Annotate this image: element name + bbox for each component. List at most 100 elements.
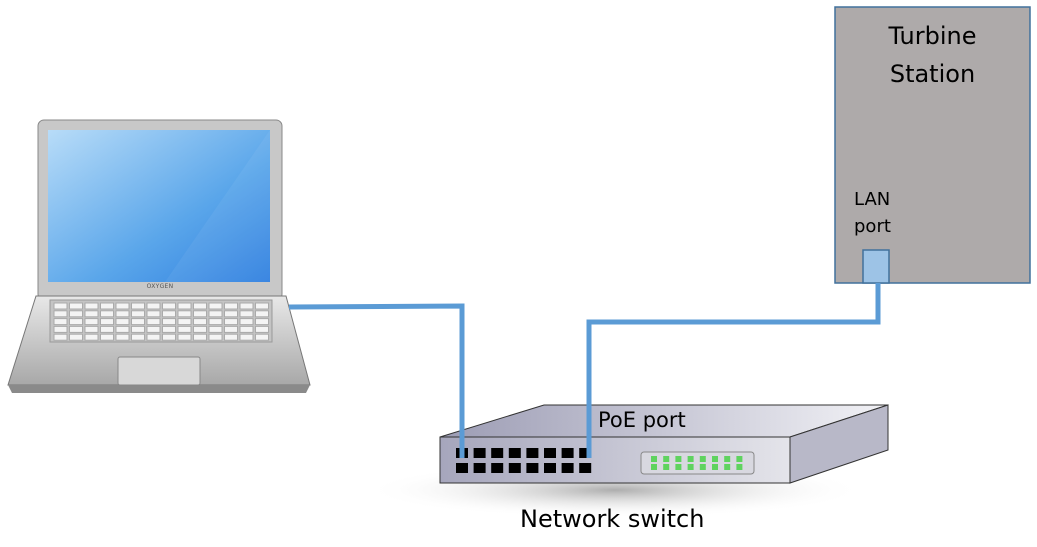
keyboard-key (177, 325, 192, 333)
led-panel (640, 451, 755, 475)
keyboard-key (208, 333, 223, 341)
switch-port (544, 448, 556, 458)
switch-port (473, 448, 486, 458)
turbine-title-line2: Station (889, 60, 976, 88)
switch-led (699, 464, 706, 470)
keyboard-key (162, 325, 176, 333)
keyboard-key (115, 318, 130, 326)
keyboard-key (53, 318, 68, 326)
switch-port (491, 463, 504, 473)
keyboard-key (115, 302, 130, 310)
switch-led (724, 456, 731, 462)
keyboard-key (255, 318, 269, 326)
keyboard-key (193, 302, 207, 310)
lan-port-label: LAN port (854, 186, 891, 240)
switch-port (526, 463, 539, 473)
keyboard-key (53, 333, 68, 341)
keyboard-key (193, 325, 207, 333)
switch-port (456, 463, 468, 473)
keyboard-key (84, 310, 99, 318)
switch-led (712, 456, 718, 462)
keyboard-key (239, 302, 254, 310)
keyboard-key (84, 318, 99, 326)
switch-led (736, 456, 743, 462)
laptop-touchpad (117, 356, 201, 386)
keyboard-key (131, 310, 145, 318)
keyboard-key (69, 325, 83, 333)
switch-port (579, 463, 592, 473)
switch-led (651, 464, 657, 470)
keyboard-key (208, 310, 223, 318)
turbine-station-title: Turbine Station (835, 17, 1030, 93)
keyboard-key (69, 333, 83, 341)
keyboard-key (146, 302, 161, 310)
switch-led (663, 456, 670, 462)
keyboard-key (224, 318, 238, 326)
keyboard-key (131, 325, 145, 333)
keyboard-key (255, 302, 269, 310)
switch-led (712, 464, 718, 470)
keyboard-key (224, 325, 238, 333)
keyboard-key (177, 302, 192, 310)
laptop (7, 119, 311, 393)
keyboard-key (239, 318, 254, 326)
keyboard-key (208, 318, 223, 326)
lan-port-label-line2: port (854, 216, 891, 237)
lan-port-label-line1: LAN (854, 189, 891, 210)
switch-ports (456, 448, 592, 473)
keyboard-key (53, 302, 68, 310)
switch-led (687, 456, 694, 462)
keyboard-key (115, 310, 130, 318)
keyboard-key (69, 318, 83, 326)
keyboard-key (100, 333, 114, 341)
keyboard-key (69, 302, 83, 310)
switch-port (561, 463, 574, 473)
keyboard-key (193, 318, 207, 326)
switch-led (687, 464, 694, 470)
keyboard-key (69, 310, 83, 318)
keyboard-key (239, 310, 254, 318)
keyboard-key (53, 310, 68, 318)
switch-port (579, 448, 592, 458)
switch-led (675, 464, 682, 470)
keyboard-key (162, 333, 176, 341)
keyboard-key (162, 318, 176, 326)
keyboard-key (177, 333, 192, 341)
keyboard-key (177, 310, 192, 318)
switch-port (526, 448, 539, 458)
keyboard-key (255, 333, 269, 341)
keyboard-key (100, 302, 114, 310)
poe-port-label: PoE port (598, 408, 686, 432)
switch-port (544, 463, 556, 473)
switch-led (736, 464, 743, 470)
turbine-title-line1: Turbine (888, 22, 977, 50)
keyboard-key (193, 333, 207, 341)
keyboard-keys (53, 302, 269, 341)
switch-port (508, 463, 521, 473)
keyboard-key (208, 302, 223, 310)
lan-port (862, 249, 890, 284)
keyboard-key (177, 318, 192, 326)
keyboard-key (239, 333, 254, 341)
keyboard-key (162, 310, 176, 318)
cable-switch-to-turbine (586, 283, 881, 458)
switch-leds (651, 456, 743, 470)
keyboard-key (146, 325, 161, 333)
turbine-station-box (834, 6, 1031, 284)
keyboard-key (115, 333, 130, 341)
cable-laptop-to-switch (288, 303, 465, 458)
keyboard-key (224, 310, 238, 318)
keyboard-key (84, 325, 99, 333)
keyboard-key (53, 325, 68, 333)
keyboard-key (255, 310, 269, 318)
keyboard-key (208, 325, 223, 333)
keyboard-key (193, 310, 207, 318)
keyboard-key (224, 302, 238, 310)
laptop-screen (48, 130, 270, 282)
keyboard-key (131, 318, 145, 326)
keyboard-key (100, 318, 114, 326)
switch-led (651, 456, 657, 462)
switch-led (724, 464, 731, 470)
network-switch (365, 404, 889, 518)
